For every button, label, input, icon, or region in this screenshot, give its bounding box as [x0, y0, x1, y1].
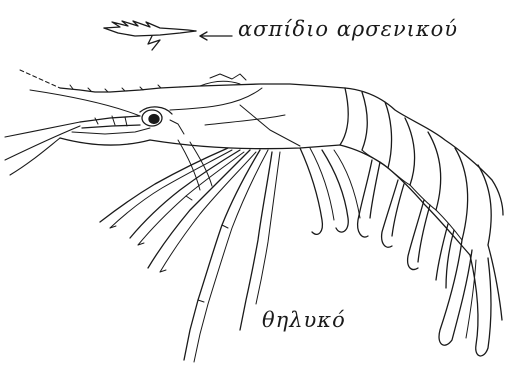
male-rostrum-label: ασπίδιο αρσενικού — [238, 17, 458, 41]
label-arrow — [200, 32, 232, 40]
shrimp-body — [5, 70, 503, 362]
male-rostrum-inset — [104, 21, 196, 50]
female-label: θηλυκό — [262, 308, 346, 332]
